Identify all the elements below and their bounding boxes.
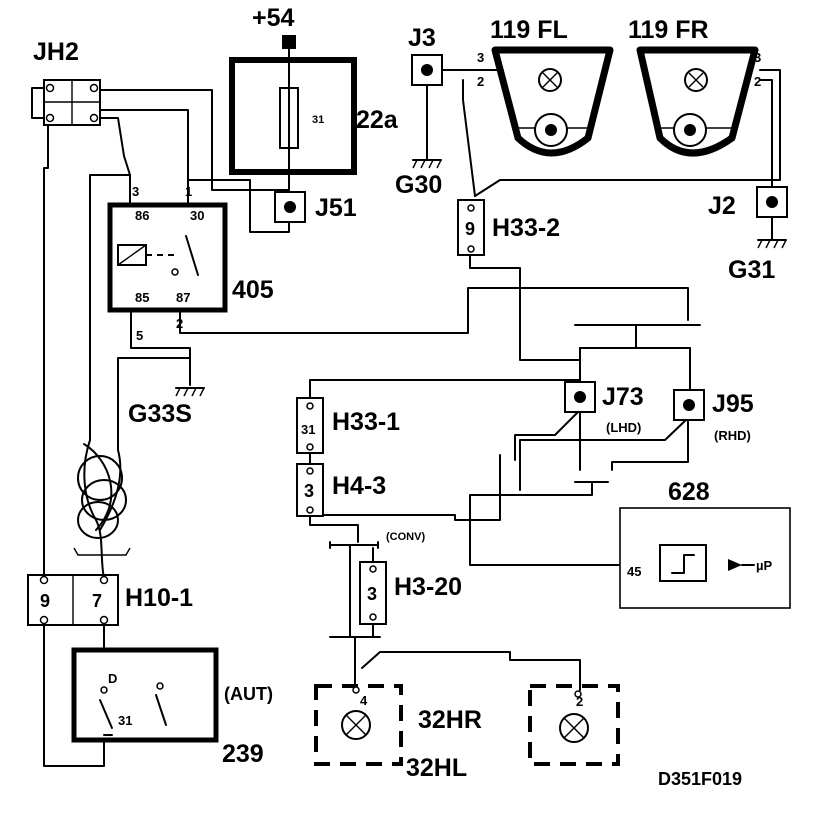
fl-pin-3-label: 3 (477, 50, 484, 65)
fr-pin-3-label: 3 (754, 50, 761, 65)
h4-3-pin-label: 3 (304, 481, 314, 501)
j2-label: J2 (708, 192, 736, 220)
j3-terminal: J3 (408, 24, 443, 86)
relay-wire-5-label: 5 (136, 328, 143, 343)
lamp-hl-pin-label: 4 (360, 693, 368, 708)
h10-1-pin-a-label: 9 (40, 591, 50, 611)
lamp-32hl: 4 32HL (314, 684, 467, 782)
lamp-hl-label: 32HL (406, 754, 467, 782)
g30-ground: G30 (395, 159, 442, 199)
conv-label: (CONV) (386, 531, 425, 543)
fuse-box-label: 22a (356, 106, 399, 134)
j73-label: J73 (602, 383, 644, 411)
connector-h33-1: 31 H33-1 (296, 397, 400, 454)
headlamp-119-fr: 3 2 119 FR (628, 16, 761, 157)
module-pin-label: 45 (627, 564, 641, 579)
h10-1-pin-b-label: 7 (92, 591, 102, 611)
fuse-box-22a: +54 31 22a (229, 4, 399, 197)
h4-3-label: H4-3 (332, 472, 386, 500)
fl-pin-2-label: 2 (477, 74, 484, 89)
switch-pin-31-label: 31 (118, 713, 132, 728)
h33-2-pin-label: 9 (465, 219, 475, 239)
connector-h10-1: 9 7 H10-1 (27, 574, 193, 626)
h3-20-pin-label: 3 (367, 584, 377, 604)
j3-label: J3 (408, 24, 436, 52)
wires (43, 39, 781, 767)
h33-1-label: H33-1 (332, 408, 400, 436)
relay-wire-3-label: 3 (132, 184, 139, 199)
supply-label: +54 (252, 4, 295, 32)
relay-wire-2-label: 2 (176, 316, 183, 331)
h10-1-label: H10-1 (125, 584, 193, 612)
j2-terminal: J2 (708, 186, 788, 220)
relay-wire-1-label: 1 (185, 184, 192, 199)
lhd-label: (LHD) (606, 420, 641, 435)
relay-pin-85-label: 85 (135, 290, 149, 305)
g33s-ground: G33S (128, 387, 205, 428)
j51-terminal: J51 (274, 191, 357, 223)
relay-405: 3 1 86 30 85 87 5 2 405 (107, 184, 274, 343)
aut-label: (AUT) (224, 684, 273, 704)
switch-pin-d-label: D (108, 671, 117, 686)
jh2-connector: JH2 (31, 38, 101, 126)
connector-h3-20: 3 H3-20 (359, 561, 462, 625)
connector-h4-3: 3 H4-3 (296, 463, 386, 517)
h33-2-label: H33-2 (492, 214, 560, 242)
relay-pin-30-label: 30 (190, 208, 204, 223)
g33s-label: G33S (128, 400, 192, 428)
g31-label: G31 (728, 256, 775, 284)
g30-label: G30 (395, 171, 442, 199)
h33-1-pin-label: 31 (301, 422, 315, 437)
lamp-fl-label: 119 FL (490, 16, 568, 44)
j51-label: J51 (315, 194, 357, 222)
relay-pin-87-label: 87 (176, 290, 190, 305)
lamp-32hr: 2 32HR (418, 684, 620, 766)
rhd-label: (RHD) (714, 428, 751, 443)
module-output-label: µP (756, 558, 772, 573)
module-628: 45 µP 628 (619, 478, 791, 609)
headlamp-119-fl: 3 2 119 FL (477, 16, 614, 157)
fuse-rating-label: 31 (312, 114, 324, 126)
module-label: 628 (668, 478, 710, 506)
j95-terminal: J95 (RHD) (673, 389, 754, 443)
relay-pin-86-label: 86 (135, 208, 149, 223)
switch-label: 239 (222, 740, 264, 768)
j73-terminal: J73 (LHD) (564, 381, 644, 435)
connector-h33-2: 9 H33-2 (457, 199, 560, 256)
j95-label: J95 (712, 390, 754, 418)
lamp-fr-label: 119 FR (628, 16, 709, 44)
relay-label: 405 (232, 276, 274, 304)
lamp-hr-label: 32HR (418, 706, 482, 734)
lamp-hr-pin-label: 2 (576, 694, 583, 709)
h3-20-label: H3-20 (394, 573, 462, 601)
jh2-label: JH2 (33, 38, 79, 66)
wire-bundle (73, 443, 131, 556)
switch-239: D 31 239 (71, 647, 264, 768)
g31-ground: G31 (728, 239, 787, 284)
fr-pin-2-label: 2 (754, 74, 761, 89)
diagram-code: D351F019 (658, 769, 742, 789)
